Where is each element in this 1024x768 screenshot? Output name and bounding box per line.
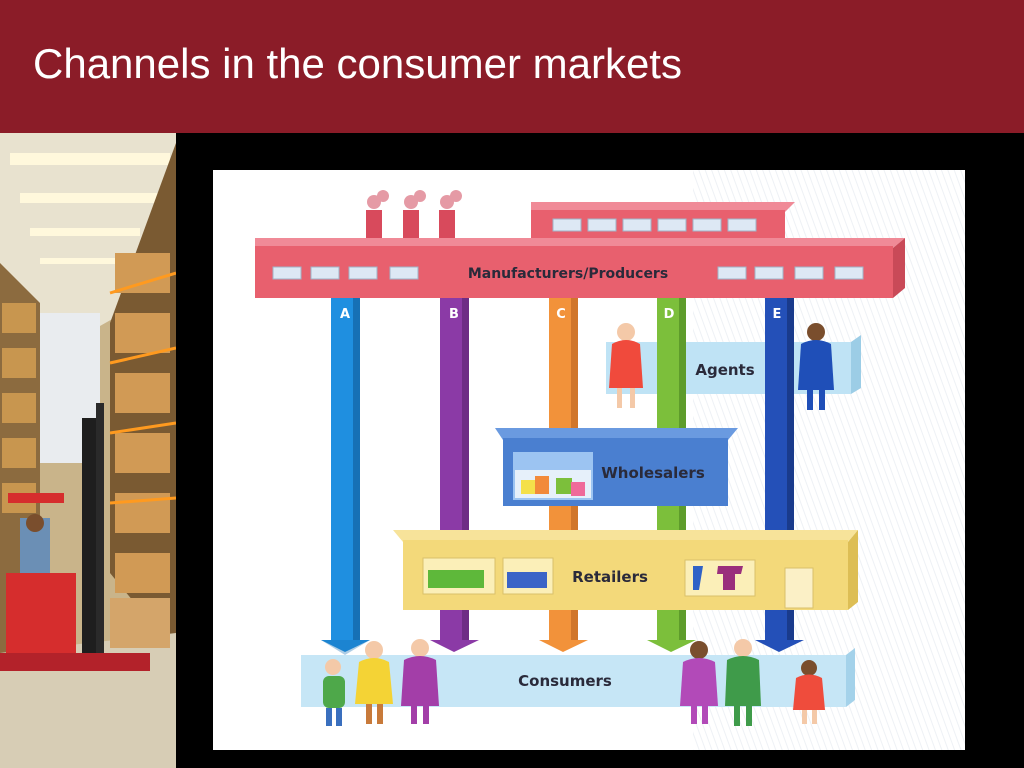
consumer-person-4 <box>680 641 718 724</box>
warehouse-photo <box>0 133 176 768</box>
channel-C-letter: C <box>556 307 566 322</box>
channels-diagram: Manufacturers/Producers Agents A B C <box>213 170 965 750</box>
retailers-label: Retailers <box>572 568 648 586</box>
wholesalers-box: Wholesalers <box>495 428 738 506</box>
slide-title: Channels in the consumer markets <box>33 40 682 87</box>
channel-E-letter: E <box>773 307 782 322</box>
channel-A-letter: A <box>340 307 350 322</box>
slide-header: Channels in the consumer markets <box>0 0 1024 133</box>
agents-label: Agents <box>695 361 754 379</box>
manufacturers-producers: Manufacturers/Producers <box>255 238 905 298</box>
agent-person-left <box>609 323 643 408</box>
retailers-bar: Retailers <box>393 530 858 610</box>
consumer-person-6 <box>793 660 825 724</box>
manufacturers-label: Manufacturers/Producers <box>468 266 668 282</box>
consumer-person-2 <box>355 641 393 724</box>
channel-D-letter: D <box>664 307 675 322</box>
consumer-person-1 <box>323 659 345 726</box>
consumer-person-3 <box>401 639 439 724</box>
consumer-person-5 <box>725 639 761 726</box>
wholesalers-label: Wholesalers <box>601 464 705 482</box>
consumers-label: Consumers <box>518 672 612 690</box>
factory-chimneys <box>366 190 462 240</box>
channel-B-letter: B <box>449 307 459 322</box>
channel-A-arrow: A <box>321 298 370 655</box>
agent-person-right <box>798 323 834 410</box>
